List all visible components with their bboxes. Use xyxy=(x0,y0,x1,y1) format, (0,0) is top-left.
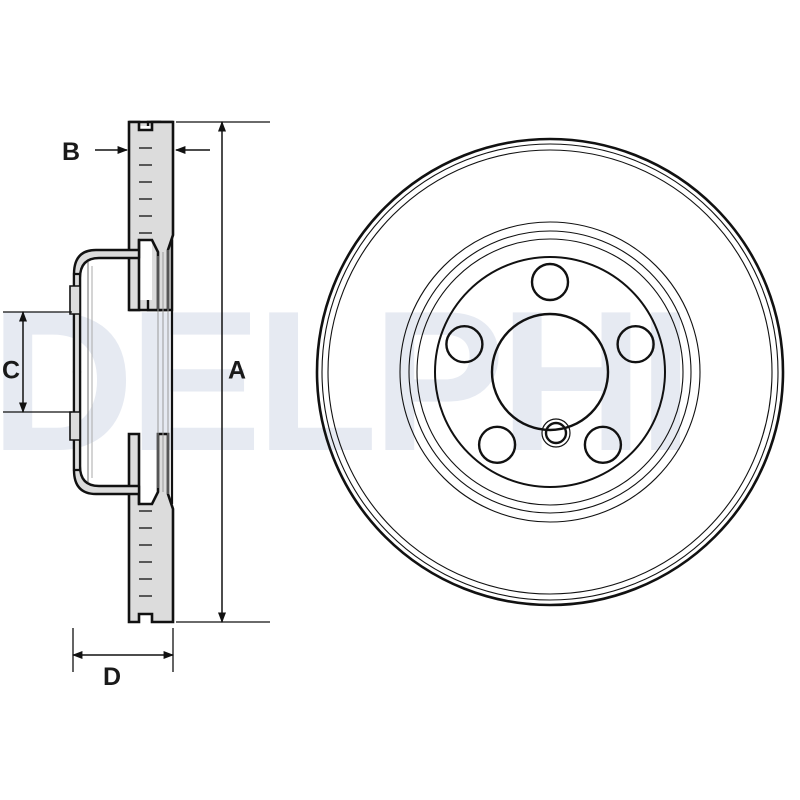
brake-disc-cross-section xyxy=(69,120,175,624)
locating-pin-hole xyxy=(544,421,568,445)
locating-pin-outer xyxy=(541,418,571,448)
hat-ring-3 xyxy=(416,238,684,506)
dimension-a xyxy=(176,120,270,624)
disc-outer-edge xyxy=(315,137,785,607)
hat-ring-1 xyxy=(399,221,701,523)
cooling-vanes-upper xyxy=(139,147,152,234)
dimension-d-label: D xyxy=(103,663,121,691)
dimension-c xyxy=(3,310,72,414)
brake-disc-front-view xyxy=(315,137,785,607)
bolt-hole xyxy=(583,425,623,464)
hat-ring-2 xyxy=(408,230,692,514)
dimension-b-label: B xyxy=(62,138,80,166)
section-detail-lines xyxy=(157,250,169,494)
dimension-d xyxy=(71,628,175,672)
delphi-watermark: DELPHI xyxy=(0,270,693,493)
cooling-vanes-lower xyxy=(139,510,152,597)
bolt-hole xyxy=(477,425,517,464)
bolt-hole xyxy=(616,325,655,364)
centre-bore-notch-lower xyxy=(69,411,81,441)
hat-ring-4 xyxy=(434,256,666,488)
disc-ring-outer-1 xyxy=(321,143,779,601)
dimension-c-label: C xyxy=(2,357,20,385)
dimension-a-label: A xyxy=(228,357,246,385)
watermark-text: DELPHI xyxy=(0,270,687,493)
centre-bore-notch-upper xyxy=(69,285,81,315)
bolt-hole xyxy=(445,325,484,364)
centre-bore xyxy=(490,312,610,432)
bolt-hole xyxy=(530,262,570,302)
disc-ring-outer-2 xyxy=(327,149,773,595)
